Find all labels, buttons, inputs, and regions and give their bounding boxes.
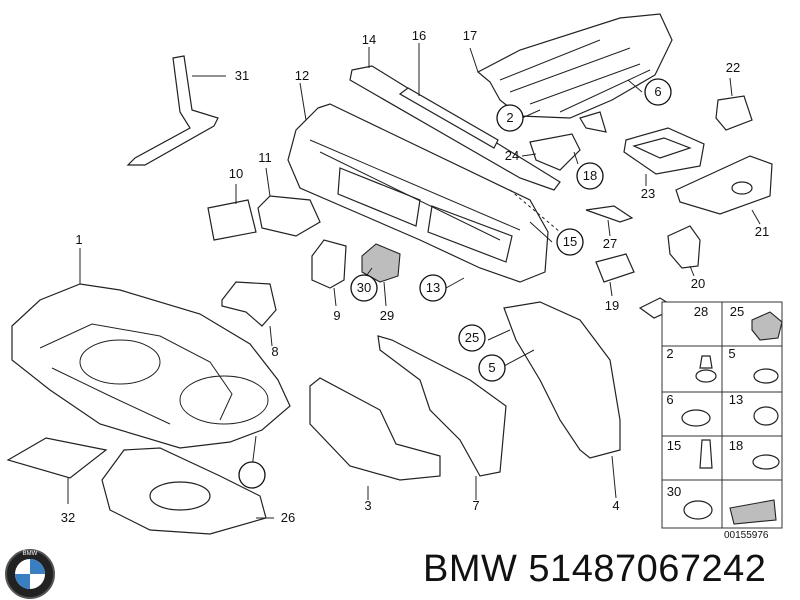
part-7 [377,335,507,500]
label-19: 19 [605,298,619,313]
label-22: 22 [726,60,740,75]
label-15: 15 [563,234,577,249]
direction-arrow-icon [729,499,777,525]
label-1: 1 [75,232,82,247]
label-21: 21 [755,224,769,239]
part-3 [309,377,441,500]
part-4 [503,301,621,499]
part-22 [715,77,753,131]
label-25: 25 [465,330,479,345]
label-9: 9 [333,308,340,323]
part-14-16-crossmember [349,43,561,191]
legend-label-13: 13 [729,392,743,407]
part-11 [257,167,321,237]
label-17: 17 [463,28,477,43]
part-1-insulation-mat [11,248,291,449]
label-30: 30 [357,280,371,295]
label-6: 6 [654,84,661,99]
legend-label-2: 2 [666,346,673,361]
label-26: 26 [281,510,295,525]
part-23 [623,127,705,186]
part-8 [221,281,277,347]
label-13: 13 [426,280,440,295]
label-24: 24 [505,148,519,163]
nut-5-icon [753,368,779,384]
part-32-pad [6,437,108,504]
label-16: 16 [412,28,426,43]
label-2: 2 [506,110,513,125]
legend-label-15: 15 [667,438,681,453]
part-27 [585,205,634,237]
legend-label-5: 5 [728,346,735,361]
label-5: 5 [488,360,495,375]
legend-label-18: 18 [729,438,743,453]
part-number-caption: BMW 51487067242 [423,548,767,590]
logo-text: BMW [23,551,38,557]
label-7: 7 [472,498,479,513]
nut-13-icon [753,406,779,426]
clip-2-icon [695,369,717,383]
clip-25-icon [751,311,783,341]
label-14: 14 [362,32,376,47]
label-18: 18 [583,168,597,183]
legend-label-6: 6 [666,392,673,407]
label-3: 3 [364,498,371,513]
nut-18-icon [752,454,780,470]
label-4: 4 [612,498,619,513]
part-9 [311,239,347,307]
part-12-firewall [287,82,561,283]
circled-labels [238,78,672,489]
label-28: 28 [694,304,708,319]
label-27: 27 [603,236,617,251]
part-21 [675,155,773,225]
label-32: 32 [61,510,75,525]
label-10: 10 [229,166,243,181]
part-29 [361,243,401,307]
label-20: 20 [691,276,705,291]
nut-30-icon [683,500,713,520]
part-31-rail [126,55,226,166]
label-8: 8 [271,344,278,359]
label-12: 12 [295,68,309,83]
legend-label-25: 25 [730,304,744,319]
fastener-legend [661,301,783,529]
part-24 [521,133,581,171]
nut-6-icon [681,409,711,427]
label-31: 31 [235,68,249,83]
label-11: 11 [258,150,272,165]
bmw-logo: BMW [5,549,55,599]
part-6-heat-shield [469,13,673,133]
legend-label-30: 30 [667,484,681,499]
part-20 [667,225,701,277]
part-10 [207,184,257,241]
bolt-15-icon [699,439,713,469]
label-23: 23 [641,186,655,201]
reference-code: 00155976 [724,530,769,541]
part-26 [101,447,274,535]
label-29: 29 [380,308,394,323]
part-19 [595,253,635,297]
